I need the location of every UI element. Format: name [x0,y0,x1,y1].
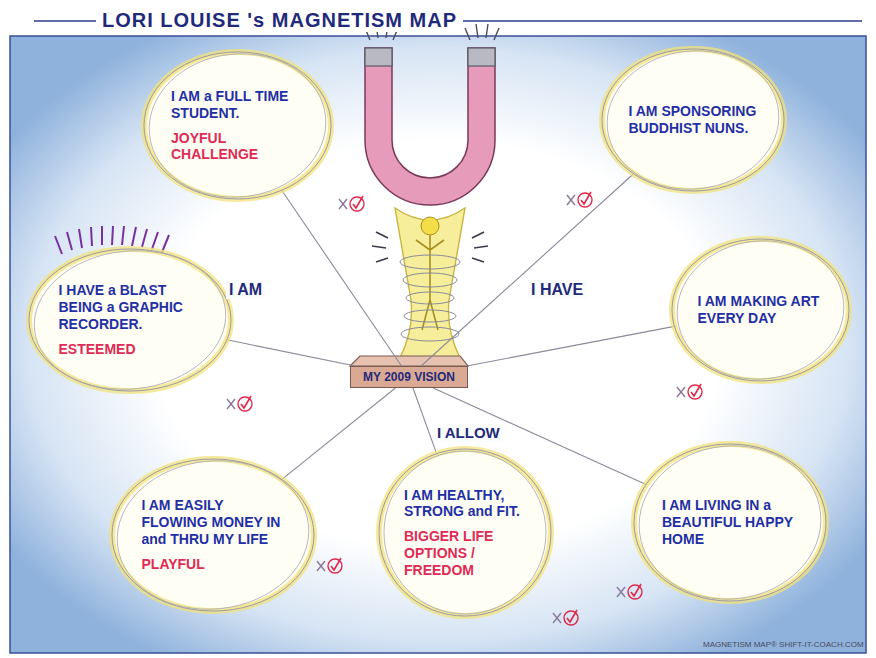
connector-line [421,174,633,366]
circle-content: I AM EASILY FLOWING MONEY IN and THRU MY… [142,497,285,572]
connector-line [227,340,355,366]
goal-text: I AM EASILY FLOWING MONEY IN and THRU MY… [142,497,285,547]
circle-line [144,52,331,199]
circle-sketch-line [110,451,316,618]
circle-outline [140,48,335,203]
goal-text: I AM LIVING IN a BEAUTIFUL HAPPY HOME [662,497,798,547]
vision-pedestal: MY 2009 VISION [350,366,468,388]
circle-sketch-line [670,233,851,388]
magnet [365,24,499,205]
circle-sketch-line [142,45,333,206]
direction-label: I ALLOW [434,424,503,442]
goal-circle: I AM LIVING IN a BEAUTIFUL HAPPY HOME [630,440,830,605]
circle-content: I HAVE a BLAST BEING a GRAPHIC RECORDER.… [59,282,202,357]
circle-glow [634,444,826,601]
goal-circle: I HAVE a BLAST BEING a GRAPHIC RECORDER.… [25,245,235,395]
circle-line [672,239,849,381]
circle-glow [602,49,784,191]
circle-content: I AM HEALTHY, STRONG and FIT. BIGGER LIFE… [404,487,526,579]
pedestal-top [350,356,468,366]
direction-label: I AM [226,280,265,299]
footer-note: MAGNETISM MAP® SHIFT-IT-COACH.COM [700,640,867,650]
x-check-mark [567,192,592,207]
circle-line [634,444,826,601]
x-check-mark [617,584,642,599]
circle-glow [144,52,331,199]
circle-content: I AM LIVING IN a BEAUTIFUL HAPPY HOME [662,497,798,547]
x-check-mark [317,558,342,573]
circle-line [29,249,231,391]
feeling-tag: BIGGER LIFE OPTIONS / FREEDOM [404,528,526,578]
x-check-mark [677,384,702,399]
goal-circle: I AM EASILY FLOWING MONEY IN and THRU MY… [108,455,318,615]
goal-circle: I AM MAKING ART EVERY DAY [668,235,853,385]
goal-circle: I AM SPONSORING BUDDHIST NUNS. [598,45,788,195]
goal-text: I AM SPONSORING BUDDHIST NUNS. [629,103,758,137]
goal-text: I AM a FULL TIME STUDENT. [171,88,304,122]
feeling-tag: PLAYFUL [142,556,285,573]
circle-content: I AM SPONSORING BUDDHIST NUNS. [629,103,758,137]
map-title: LORI LOUISE 's MAGNETISM MAP [96,8,463,32]
goal-text: I AM HEALTHY, STRONG and FIT. [404,487,526,521]
connector-line [467,326,675,366]
circle-sketch-line [632,437,829,608]
x-check-mark [553,610,578,625]
circle-line [379,449,551,616]
x-check-mark [339,196,364,211]
circle-glow [29,249,231,391]
circle-sketch-line [27,241,232,398]
goal-text: I AM MAKING ART EVERY DAY [698,293,824,327]
feeling-tag: JOYFUL CHALLENGE [171,130,304,164]
connector-line [413,388,437,454]
vision-text: MY 2009 VISION [363,370,455,384]
connector-line [282,190,402,366]
circle-content: I AM a FULL TIME STUDENT. JOYFUL CHALLENG… [171,88,304,163]
glowing-figure [372,208,488,358]
connector-line [282,388,395,479]
direction-label: I HAVE [528,280,586,299]
circle-glow [379,449,551,616]
goal-circle: I AM a FULL TIME STUDENT. JOYFUL CHALLENG… [140,48,335,203]
circle-content: I AM MAKING ART EVERY DAY [698,293,824,327]
circle-sketch-line [376,443,554,622]
feeling-tag: ESTEEMED [59,341,202,358]
circle-line [602,49,784,191]
x-check-mark [227,396,252,411]
circle-sketch-line [600,42,785,197]
goal-text: I HAVE a BLAST BEING a GRAPHIC RECORDER. [59,282,202,332]
circle-glow [672,239,849,381]
watercolor-frame [10,36,866,653]
goal-circle: I AM HEALTHY, STRONG and FIT. BIGGER LIFE… [375,445,555,620]
